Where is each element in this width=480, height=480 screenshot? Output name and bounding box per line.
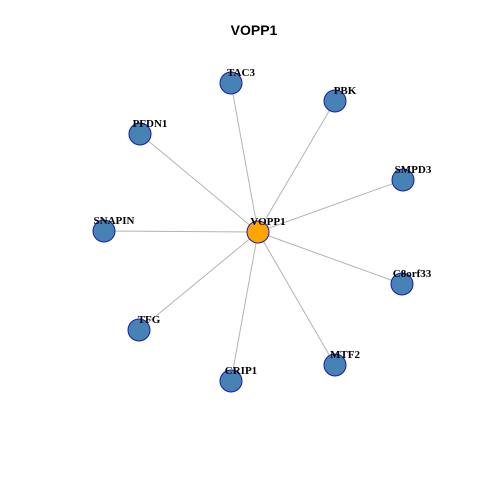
- node-c8orf33[interactable]: [390, 272, 414, 296]
- node-crip1[interactable]: [219, 369, 243, 393]
- node-label-crip1: CRIP1: [225, 365, 257, 377]
- node-mtf2[interactable]: [323, 353, 347, 377]
- node-label-pfdn1: PFDN1: [133, 118, 168, 130]
- node-label-smpd3: SMPD3: [395, 164, 432, 176]
- edge-vopp1-tac3: [230, 82, 259, 233]
- edge-vopp1-pfdn1: [139, 133, 259, 233]
- edge-vopp1-c8orf33: [257, 231, 403, 285]
- node-vopp1[interactable]: [246, 220, 270, 244]
- node-tfg[interactable]: [127, 318, 151, 342]
- diagram-title: VOPP1: [231, 22, 278, 38]
- node-tac3[interactable]: [219, 71, 243, 95]
- node-label-snapin: SNAPIN: [94, 215, 135, 227]
- node-snapin[interactable]: [92, 219, 116, 243]
- node-pfdn1[interactable]: [128, 122, 152, 146]
- edge-vopp1-snapin: [103, 230, 259, 233]
- edge-vopp1-crip1: [230, 231, 259, 382]
- edge-vopp1-mtf2: [257, 231, 336, 366]
- node-label-tfg: TFG: [138, 314, 161, 326]
- edge-vopp1-pbk: [257, 100, 336, 233]
- edge-vopp1-tfg: [138, 231, 259, 331]
- node-smpd3[interactable]: [391, 168, 415, 192]
- edge-layer: [103, 82, 404, 382]
- node-label-c8orf33: C8orf33: [393, 268, 432, 280]
- node-label-vopp1: VOPP1: [250, 216, 285, 228]
- node-label-mtf2: MTF2: [330, 349, 360, 361]
- node-layer: [92, 71, 415, 393]
- edge-vopp1-smpd3: [257, 179, 404, 233]
- node-pbk[interactable]: [323, 89, 347, 113]
- node-label-pbk: PBK: [334, 85, 357, 97]
- node-label-tac3: TAC3: [227, 67, 255, 79]
